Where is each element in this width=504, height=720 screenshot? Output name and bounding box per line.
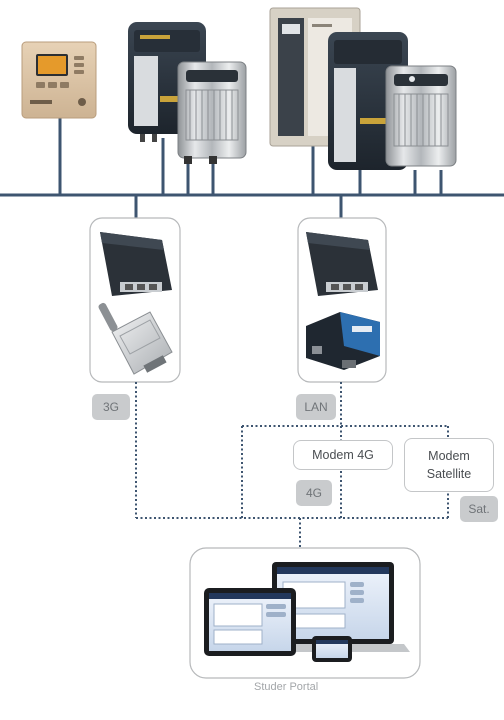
variotrack-charger-small	[177, 61, 247, 164]
modem-satellite-label-line2: Satellite	[426, 467, 472, 481]
tag-3g: 3G	[92, 394, 130, 420]
dotted-network-lines	[135, 382, 449, 548]
variostring-charger	[385, 65, 457, 167]
tag-satellite: Sat.	[460, 496, 498, 522]
3g-modem-device	[98, 302, 173, 375]
tag-4g: 4G	[296, 480, 332, 506]
xcom-232i-module-left	[100, 232, 172, 296]
modem-4g-label: Modem 4G	[312, 448, 374, 462]
remote-control-device	[21, 41, 97, 119]
portal-tablet	[204, 588, 296, 656]
brand-logo-icon	[78, 98, 86, 106]
device-drop-lines	[58, 118, 443, 195]
portal-phone	[312, 636, 352, 662]
xcom-232i-module-right	[306, 232, 378, 296]
studer-portal-caption: Studer Portal	[254, 681, 319, 693]
modem-satellite-box: Modem Satellite	[404, 438, 494, 492]
modem-satellite-label-line1: Modem	[428, 449, 470, 463]
tag-lan: LAN	[296, 394, 336, 420]
brand-logo-icon	[409, 76, 415, 82]
lan-converter-device	[306, 312, 380, 370]
modem-4g-box: Modem 4G	[293, 440, 393, 470]
